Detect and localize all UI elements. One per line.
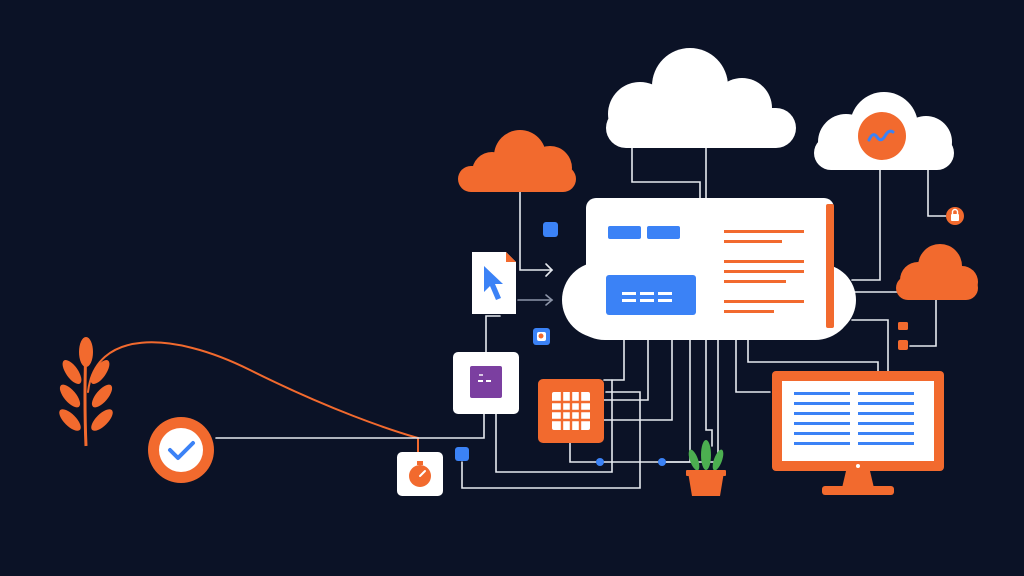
- connector-grid-down: [569, 441, 601, 463]
- panel-text-lines: [724, 230, 804, 313]
- connector-down-7: [735, 335, 771, 393]
- arrow-head-2: [545, 294, 554, 306]
- connector-lines: [87, 147, 947, 489]
- connector-orangecloud-down: [909, 297, 937, 347]
- terminal-window-icon: [453, 352, 519, 414]
- panel-tab-1: [608, 226, 641, 239]
- panel-blue-card: [606, 275, 696, 315]
- lock-icon: [946, 207, 964, 225]
- blue-dot-square-1: [543, 222, 558, 237]
- spreadsheet-grid-icon: [538, 379, 604, 443]
- connector-down-9: [851, 319, 889, 373]
- connector-check-to-terminal: [215, 413, 485, 439]
- potted-plant-icon: [686, 440, 726, 496]
- white-cloud-top: [606, 48, 796, 148]
- orange-cloud-left: [458, 130, 576, 192]
- connector-down-3: [603, 335, 673, 421]
- orange-cloud-right: [896, 244, 978, 300]
- connector-leaf-to-stopwatch: [87, 341, 419, 453]
- orange-dot-2: [898, 340, 908, 350]
- orange-dot-1: [898, 322, 908, 330]
- connector-topcloud-1: [631, 147, 701, 201]
- connector-bottom-loop: [461, 391, 641, 489]
- main-panel: [586, 198, 834, 332]
- mouse-cursor-document-icon: [472, 252, 516, 314]
- connector-down-1: [603, 335, 625, 381]
- blue-dot-square-2: [455, 447, 469, 461]
- connector-left-loop: [495, 379, 613, 473]
- connector-wavecloud-1: [851, 167, 881, 281]
- desktop-monitor-icon: [772, 371, 944, 495]
- connector-wavecloud-2: [927, 167, 947, 217]
- wheat-leaf-icon: [59, 337, 113, 447]
- connector-down-4: [599, 335, 691, 463]
- connector-terminal-to-cursor: [485, 315, 501, 353]
- small-icon-square: [533, 328, 550, 345]
- blue-dot-2: [658, 458, 666, 466]
- checkmark-circle-icon: [148, 417, 214, 483]
- connector-cloud-to-arrow: [519, 189, 553, 271]
- wave-signal-icon: [858, 112, 906, 160]
- arrow-head-1: [545, 263, 554, 277]
- stopwatch-icon: [397, 452, 443, 496]
- connector-down-8: [747, 335, 879, 373]
- connector-down-2: [603, 335, 649, 401]
- connector-down-5: [705, 335, 713, 447]
- panel-tab-2: [647, 226, 680, 239]
- blue-dot-1: [596, 458, 604, 466]
